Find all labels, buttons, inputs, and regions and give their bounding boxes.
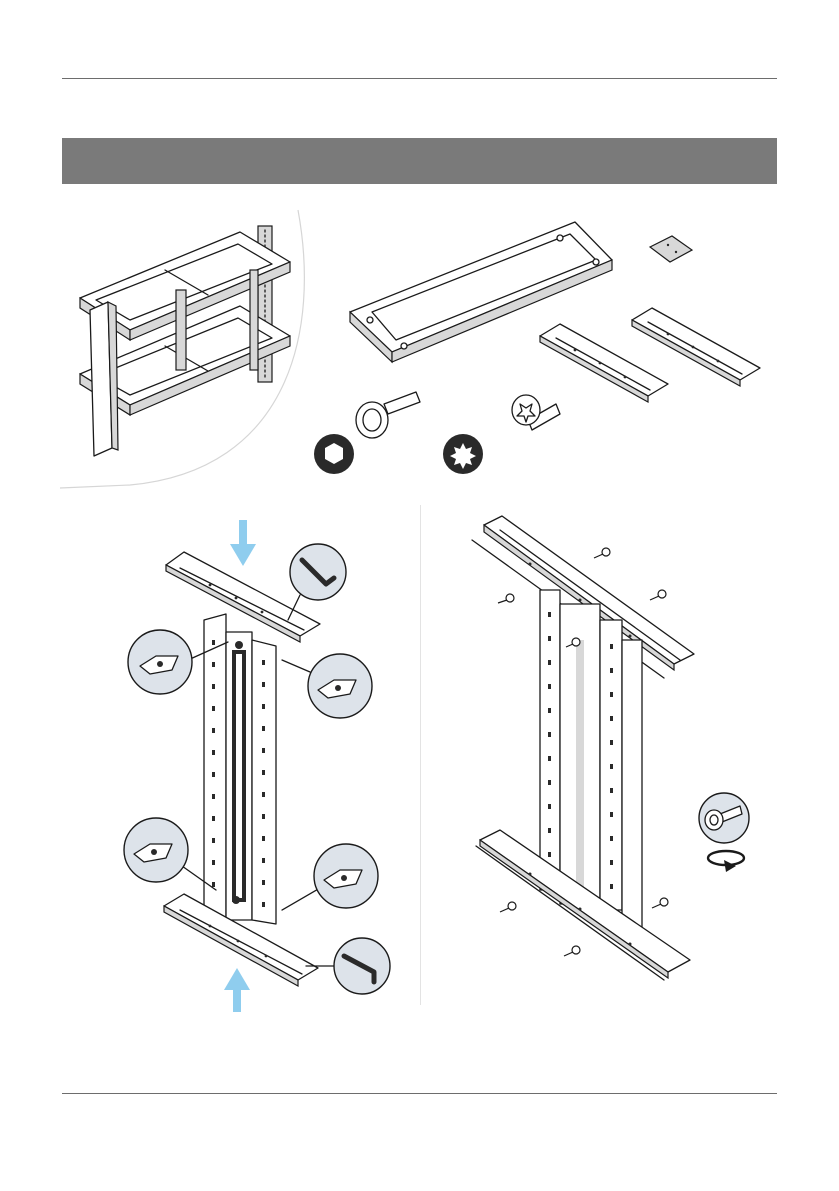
clip-detail-callout <box>125 630 235 700</box>
header-rule <box>62 78 777 79</box>
hexagon-drive-icon <box>313 433 355 475</box>
bolt-detail-callout <box>696 790 752 846</box>
clip-detail-callout <box>122 818 222 898</box>
torx-screw <box>495 385 565 455</box>
step-divider <box>420 505 421 1005</box>
footer-rule <box>62 1093 777 1094</box>
clip-detail-callout <box>275 650 375 722</box>
torx-drive-icon <box>442 433 484 475</box>
hex-bolt <box>350 385 425 445</box>
section-banner <box>62 138 777 184</box>
assembled-frame-illustration <box>470 515 710 995</box>
clip-detail-callout <box>278 842 382 922</box>
cover-plate <box>645 232 695 266</box>
up-arrow-icon <box>222 966 252 1014</box>
cabinet-frame-illustration <box>0 200 310 500</box>
mounting-rail <box>625 295 765 387</box>
rotate-arrow-icon <box>702 845 750 875</box>
hex-key-icon <box>280 540 350 640</box>
hex-key-icon <box>300 935 395 1000</box>
